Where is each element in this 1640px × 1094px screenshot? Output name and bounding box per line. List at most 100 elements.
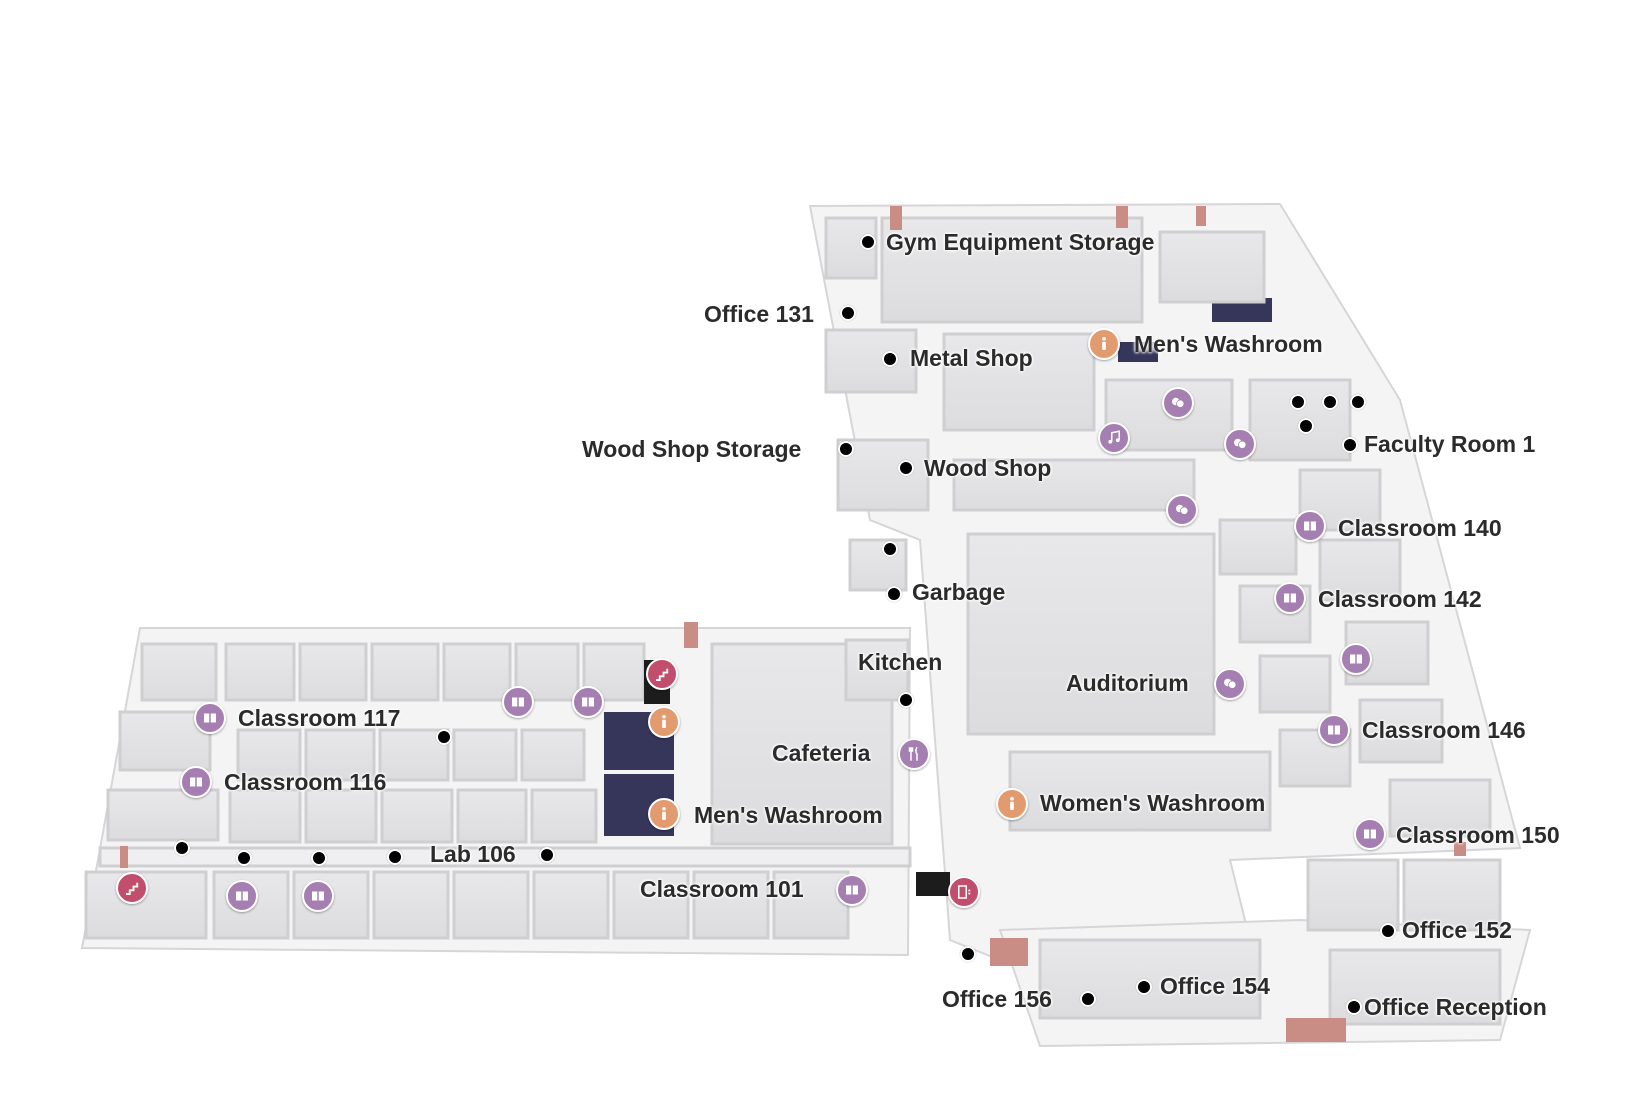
room: [1258, 654, 1332, 714]
room: [532, 870, 610, 940]
location-pin[interactable]: [1380, 923, 1396, 939]
room: [530, 788, 598, 844]
label-cafeteria[interactable]: Cafeteria: [772, 740, 871, 766]
location-pin[interactable]: [882, 541, 898, 557]
elevator-icon[interactable]: [948, 876, 980, 908]
label-office-reception[interactable]: Office Reception: [1364, 994, 1547, 1020]
classroom-book-icon[interactable]: [1274, 582, 1306, 614]
location-pin[interactable]: [311, 850, 327, 866]
label-office-131[interactable]: Office 131: [704, 301, 814, 327]
label-wood-shop[interactable]: Wood Shop: [924, 455, 1052, 481]
classroom-book-icon[interactable]: [1294, 510, 1326, 542]
classroom-book-icon[interactable]: [836, 874, 868, 906]
room: [370, 642, 440, 702]
classroom-book-icon[interactable]: [502, 686, 534, 718]
auditorium-room: [966, 532, 1216, 736]
room: [304, 788, 378, 844]
location-pin[interactable]: [960, 946, 976, 962]
room: [1008, 750, 1272, 832]
classroom-book-icon[interactable]: [226, 880, 258, 912]
location-pin[interactable]: [898, 692, 914, 708]
label-gym-equipment-storage[interactable]: Gym Equipment Storage: [886, 229, 1155, 255]
label-office-152[interactable]: Office 152: [1402, 917, 1512, 943]
washroom-person-icon[interactable]: [996, 788, 1028, 820]
door: [684, 622, 698, 648]
location-pin[interactable]: [1298, 418, 1314, 434]
label-classroom-142[interactable]: Classroom 142: [1318, 586, 1482, 612]
classroom-book-icon[interactable]: [572, 686, 604, 718]
label-office-154[interactable]: Office 154: [1160, 973, 1270, 999]
label-wood-shop-storage[interactable]: Wood Shop Storage: [582, 436, 802, 462]
room: [1402, 858, 1502, 932]
music-note-icon[interactable]: [1098, 422, 1130, 454]
label-auditorium[interactable]: Auditorium: [1066, 670, 1189, 696]
location-pin[interactable]: [174, 840, 190, 856]
room: [456, 788, 528, 844]
label-kitchen[interactable]: Kitchen: [858, 649, 943, 675]
door: [1454, 842, 1466, 856]
location-pin[interactable]: [1350, 394, 1366, 410]
room: [1298, 468, 1382, 532]
label-lab-106[interactable]: Lab 106: [430, 841, 516, 867]
room: [372, 870, 450, 940]
location-pin[interactable]: [1322, 394, 1338, 410]
location-pin[interactable]: [840, 305, 856, 321]
location-pin[interactable]: [436, 729, 452, 745]
label-womens-washroom[interactable]: Women's Washroom: [1040, 790, 1266, 816]
location-pin[interactable]: [1290, 394, 1306, 410]
room: [520, 728, 586, 782]
location-pin[interactable]: [860, 234, 876, 250]
classroom-book-icon[interactable]: [180, 766, 212, 798]
theater-masks-icon[interactable]: [1162, 387, 1194, 419]
label-classroom-116[interactable]: Classroom 116: [224, 769, 387, 795]
classroom-book-icon[interactable]: [194, 702, 226, 734]
doors: [120, 206, 1466, 1042]
location-pin[interactable]: [236, 850, 252, 866]
location-pin[interactable]: [1080, 991, 1096, 1007]
location-pin[interactable]: [886, 586, 902, 602]
classroom-book-icon[interactable]: [302, 880, 334, 912]
stairs-icon[interactable]: [116, 872, 148, 904]
label-metal-shop[interactable]: Metal Shop: [910, 345, 1033, 371]
label-garbage[interactable]: Garbage: [912, 579, 1006, 605]
classroom-book-icon[interactable]: [1354, 818, 1386, 850]
label-classroom-146[interactable]: Classroom 146: [1362, 717, 1526, 743]
corridor: [98, 846, 912, 868]
stairs-icon[interactable]: [646, 658, 678, 690]
washroom-person-icon[interactable]: [1088, 328, 1120, 360]
label-classroom-101[interactable]: Classroom 101: [640, 876, 804, 902]
location-pin[interactable]: [539, 847, 555, 863]
location-pin[interactable]: [898, 460, 914, 476]
dark-room: [1118, 342, 1158, 362]
label-classroom-150[interactable]: Classroom 150: [1396, 822, 1560, 848]
classroom-book-icon[interactable]: [1340, 643, 1372, 675]
location-pin[interactable]: [1346, 999, 1362, 1015]
room: [942, 332, 1096, 432]
theater-masks-icon[interactable]: [1166, 494, 1198, 526]
location-pin[interactable]: [1136, 979, 1152, 995]
room: [692, 870, 770, 940]
label-mens-washroom-north[interactable]: Men's Washroom: [1134, 331, 1323, 357]
washroom-person-icon[interactable]: [648, 798, 680, 830]
label-faculty-room-1[interactable]: Faculty Room 1: [1364, 431, 1536, 457]
room: [106, 788, 220, 842]
room: [1218, 518, 1298, 576]
location-pin[interactable]: [838, 441, 854, 457]
location-pin[interactable]: [387, 849, 403, 865]
washroom-person-icon[interactable]: [648, 706, 680, 738]
theater-masks-icon[interactable]: [1224, 428, 1256, 460]
room: [236, 728, 302, 782]
location-pin[interactable]: [882, 351, 898, 367]
location-pin[interactable]: [1342, 437, 1358, 453]
door: [1116, 206, 1128, 228]
label-mens-washroom-south[interactable]: Men's Washroom: [694, 802, 883, 828]
label-office-156[interactable]: Office 156: [942, 986, 1052, 1012]
classroom-book-icon[interactable]: [1318, 714, 1350, 746]
room: [612, 870, 690, 940]
cutlery-icon[interactable]: [898, 738, 930, 770]
theater-masks-icon[interactable]: [1214, 668, 1246, 700]
label-classroom-140[interactable]: Classroom 140: [1338, 515, 1502, 541]
label-classroom-117[interactable]: Classroom 117: [238, 705, 401, 731]
room: [298, 642, 368, 702]
